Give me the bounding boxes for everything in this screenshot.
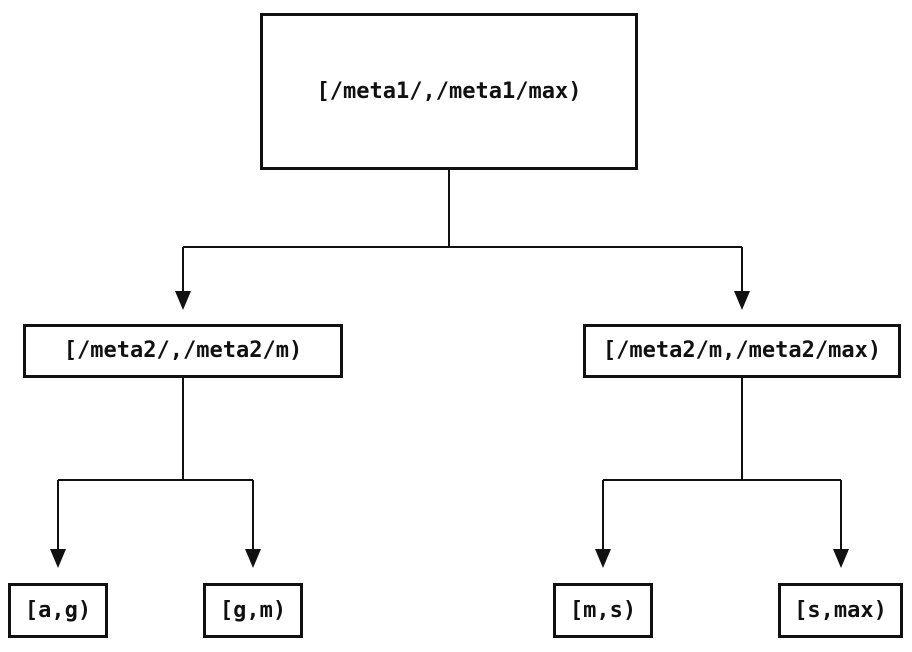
arrowhead-icon xyxy=(245,549,261,568)
tree-node-root-label: [/meta1/,/meta1/max) xyxy=(316,78,582,104)
tree-node-leaf-gm-label: [g,m) xyxy=(219,597,287,623)
edge-right-rail xyxy=(602,378,842,549)
tree-node-leaf-ag-label: [a,g) xyxy=(24,597,92,623)
arrowhead-icon xyxy=(833,549,849,568)
tree-node-root: [/meta1/,/meta1/max) xyxy=(260,13,638,170)
arrowhead-icon xyxy=(734,291,750,310)
tree-node-right: [/meta2/m,/meta2/max) xyxy=(583,324,901,378)
tree-node-right-label: [/meta2/m,/meta2/max) xyxy=(602,338,882,363)
tree-node-left: [/meta2/,/meta2/m) xyxy=(23,324,343,378)
tree-node-leaf-ag: [a,g) xyxy=(8,583,108,638)
tree-node-left-label: [/meta2/,/meta2/m) xyxy=(63,338,303,363)
tree-node-leaf-smax: [s,max) xyxy=(778,583,903,638)
arrowhead-icon xyxy=(595,549,611,568)
tree-node-leaf-ms: [m,s) xyxy=(553,583,653,638)
tree-node-leaf-gm: [g,m) xyxy=(203,583,303,638)
edge-root-rail xyxy=(182,170,743,291)
edge-left-rail xyxy=(57,378,254,549)
arrowhead-icon xyxy=(50,549,66,568)
arrowhead-icon xyxy=(175,291,191,310)
tree-node-leaf-ms-label: [m,s) xyxy=(569,597,637,623)
tree-node-leaf-smax-label: [s,max) xyxy=(794,597,887,623)
